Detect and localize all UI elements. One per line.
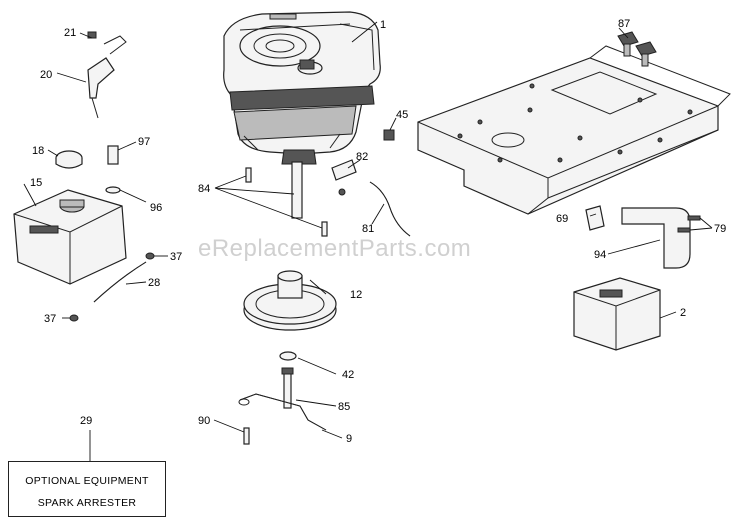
callout-2: 2 xyxy=(680,307,686,319)
note-line-2: SPARK ARRESTER xyxy=(37,497,137,509)
knob-87 xyxy=(617,31,657,67)
callout-37b: 37 xyxy=(44,313,56,325)
bracket xyxy=(238,393,327,445)
callout-12: 12 xyxy=(350,289,362,301)
callout-97: 97 xyxy=(138,136,150,148)
callout-labels: 1 21 20 18 15 97 96 37 28 37 84 12 42 85… xyxy=(30,18,726,445)
optional-equipment-box: OPTIONAL EQUIPMENT SPARK ARRESTER xyxy=(8,461,166,517)
fuel-filter xyxy=(105,145,121,194)
callout-69: 69 xyxy=(556,213,568,225)
engine xyxy=(223,11,381,165)
callout-18: 18 xyxy=(32,145,44,157)
callout-1: 1 xyxy=(380,19,386,31)
fuel-tank xyxy=(13,189,127,285)
chassis-frame xyxy=(417,45,731,215)
callout-84: 84 xyxy=(198,183,210,195)
engine-pulley xyxy=(243,270,337,331)
muffler xyxy=(573,277,661,351)
callout-20: 20 xyxy=(40,69,52,81)
callout-37a: 37 xyxy=(170,251,182,263)
callout-15: 15 xyxy=(30,177,42,189)
callout-85: 85 xyxy=(338,401,350,413)
throttle-bracket xyxy=(87,31,127,119)
washer-bolt xyxy=(279,351,297,409)
callout-21: 21 xyxy=(64,27,76,39)
crankshaft xyxy=(291,161,303,219)
callout-29: 29 xyxy=(80,415,92,427)
leader-lines xyxy=(23,21,713,461)
callout-28: 28 xyxy=(148,277,160,289)
exhaust-pipe xyxy=(585,205,701,269)
note-line-1: OPTIONAL EQUIPMENT xyxy=(25,475,149,487)
watermark: eReplacementParts.com xyxy=(198,235,471,262)
callout-42: 42 xyxy=(342,369,354,381)
exhaust-adapter xyxy=(331,129,411,237)
callout-90: 90 xyxy=(198,415,210,427)
callout-87: 87 xyxy=(618,18,630,30)
callout-81: 81 xyxy=(362,223,374,235)
callout-96: 96 xyxy=(150,202,162,214)
callout-94: 94 xyxy=(594,249,606,261)
callout-45: 45 xyxy=(396,109,408,121)
callout-79: 79 xyxy=(714,223,726,235)
callout-9: 9 xyxy=(346,433,352,445)
callout-82: 82 xyxy=(356,151,368,163)
fuel-cap xyxy=(55,150,83,169)
